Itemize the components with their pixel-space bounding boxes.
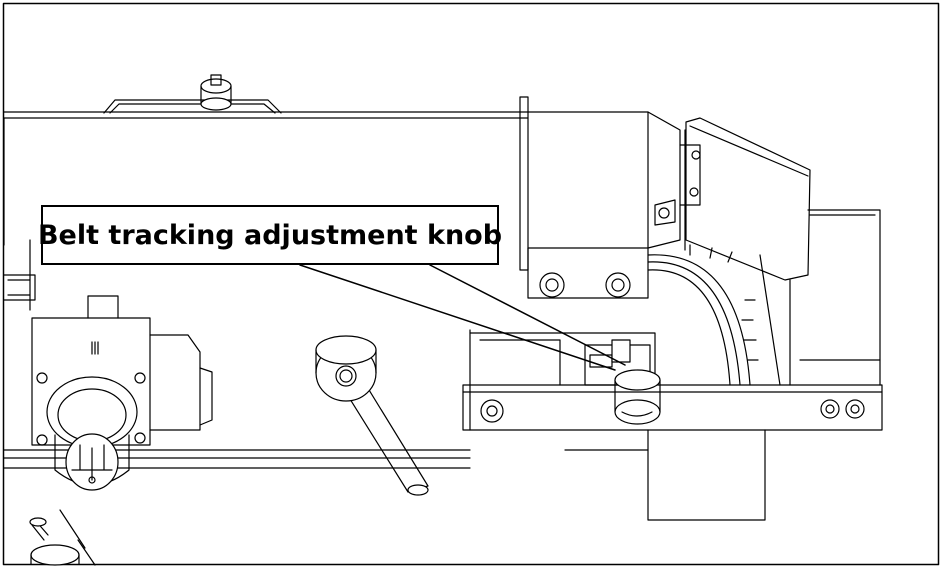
lower-bracket	[564, 429, 766, 521]
main-frame	[3, 111, 529, 311]
idler-housing	[519, 96, 686, 299]
tracking-knob	[584, 339, 661, 425]
top-handle	[103, 74, 282, 114]
tracking-bar	[462, 384, 883, 431]
callout-label: Belt tracking adjustment knob	[37, 205, 503, 265]
lower-left-knob	[29, 509, 96, 566]
right-housing	[789, 209, 881, 386]
sanding-belt	[647, 244, 781, 386]
callout-leader	[299, 264, 626, 371]
belt-guard	[654, 117, 811, 281]
motor-connector	[31, 295, 213, 491]
callout-text: Belt tracking adjustment knob	[37, 219, 503, 251]
tension-lever	[315, 335, 429, 496]
